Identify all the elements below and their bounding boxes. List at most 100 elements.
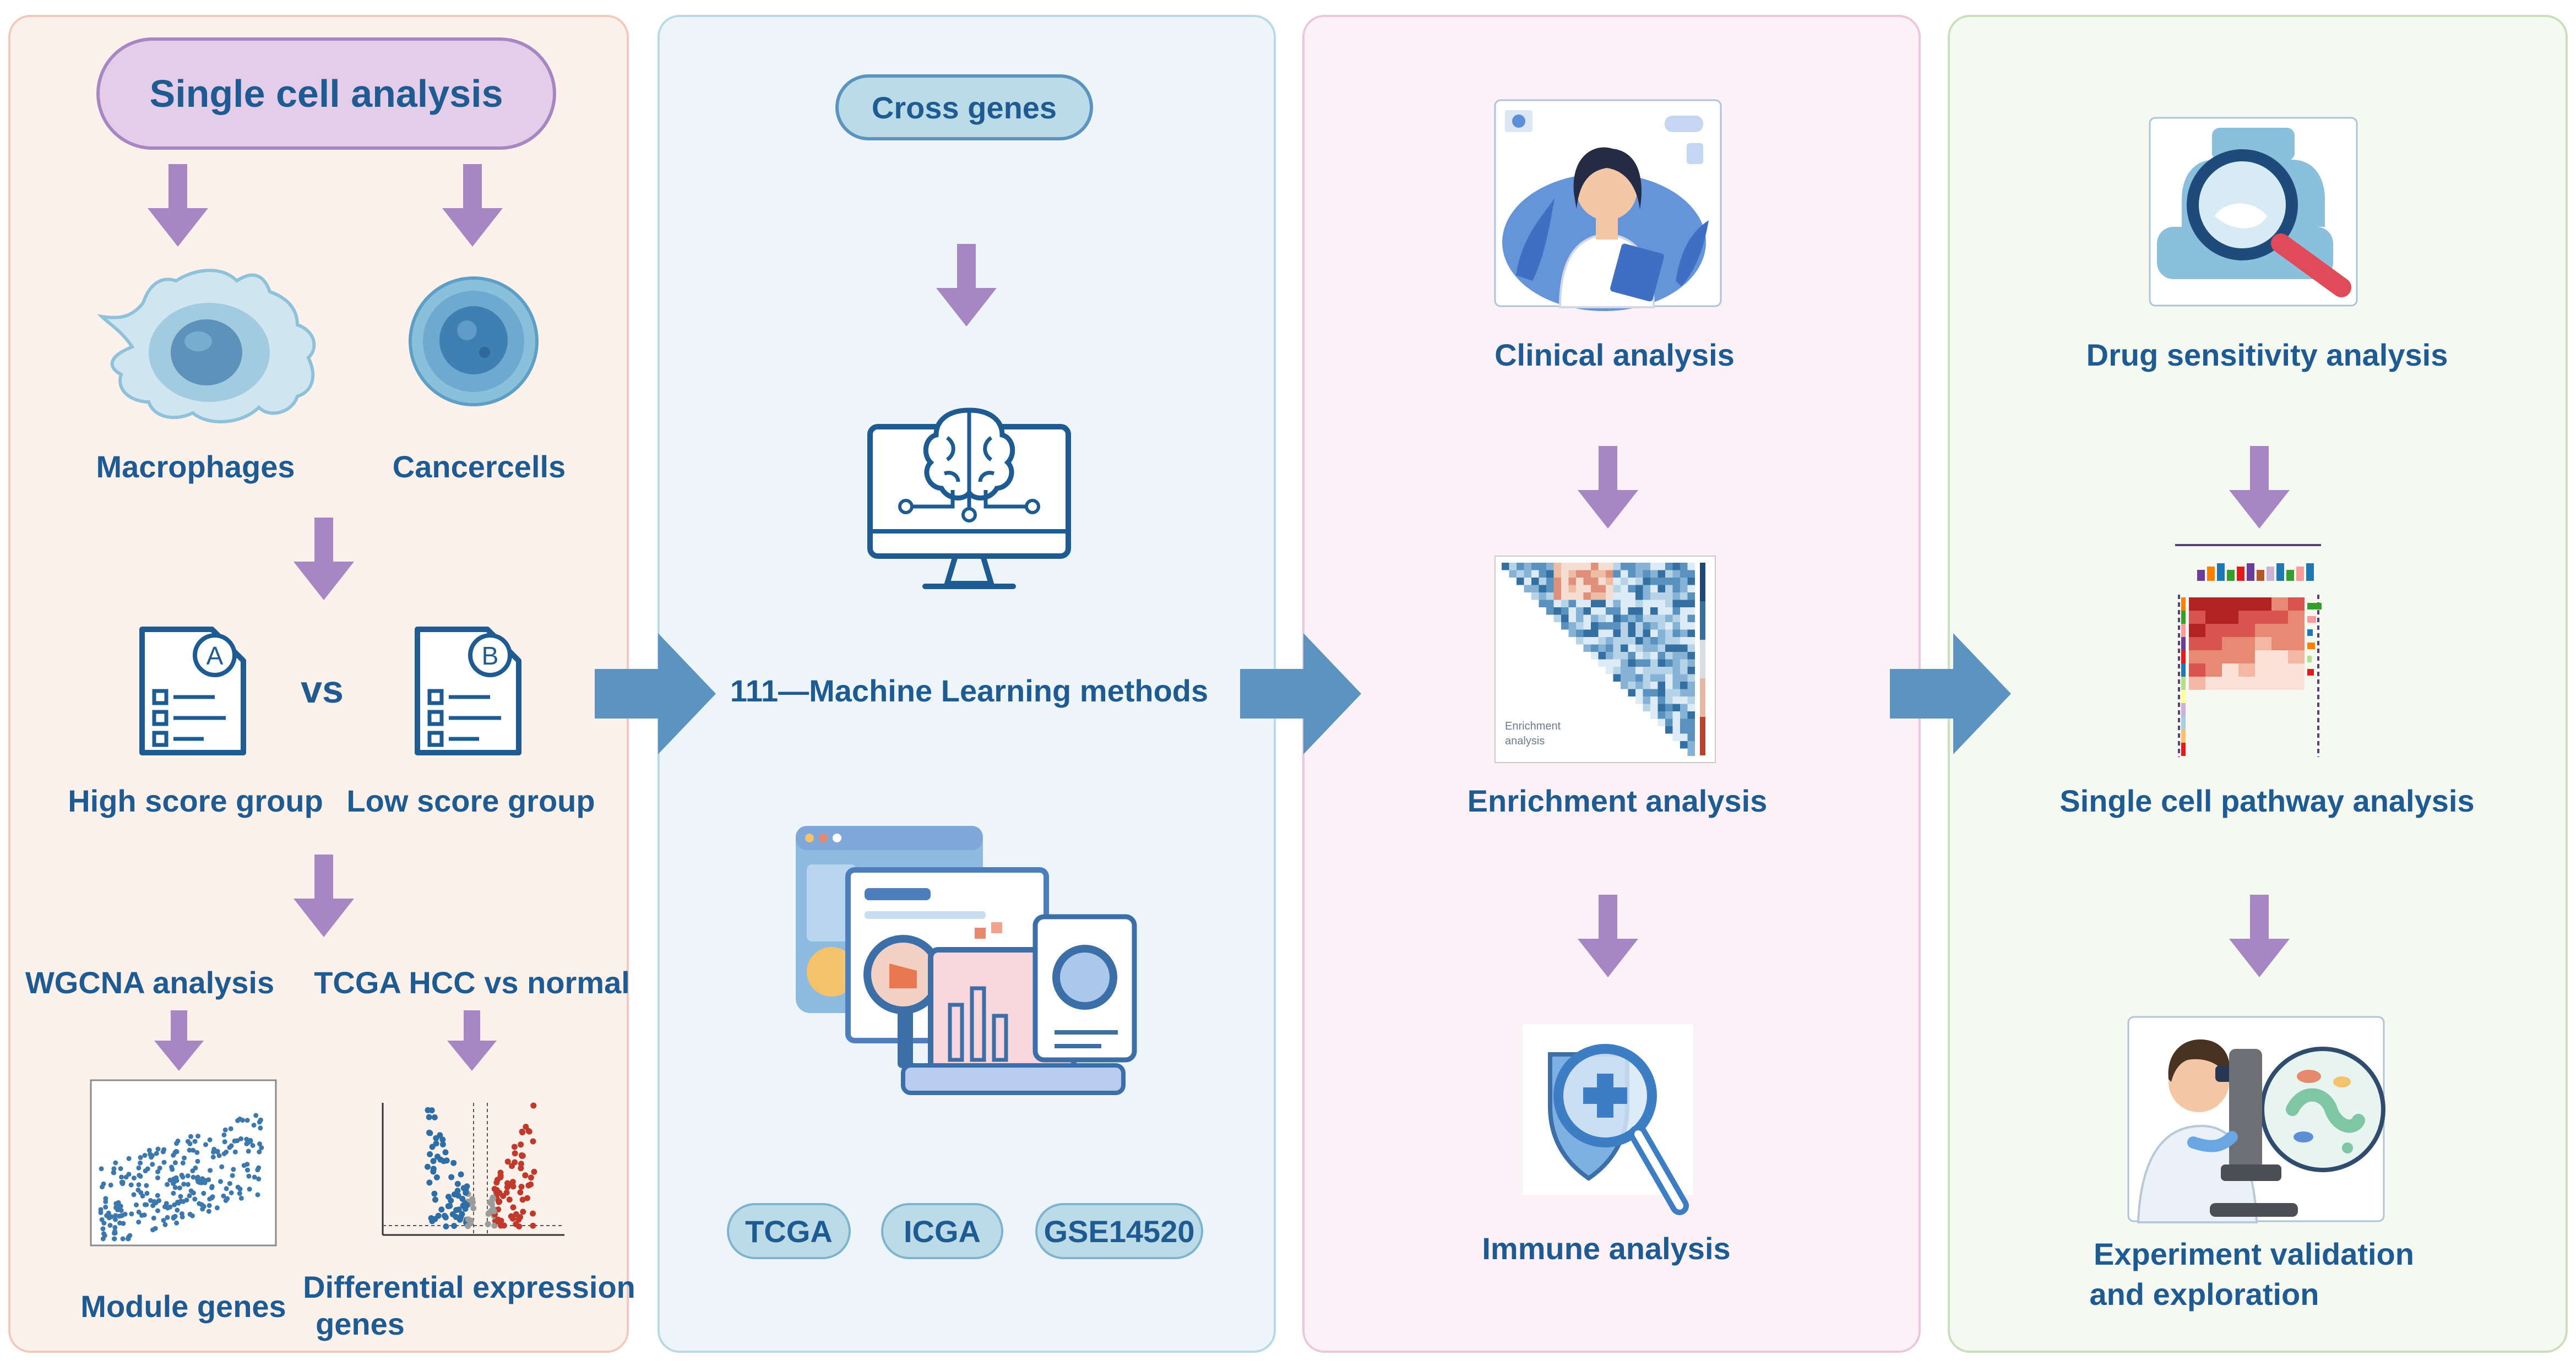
- enrichment-heatmap: Enrichment analysis: [1494, 556, 1716, 763]
- heatmap-cell: [1687, 719, 1695, 726]
- heatmap-cell: [1606, 614, 1613, 622]
- scatter-point: [140, 1193, 145, 1199]
- heatmap-cell: [1568, 622, 1576, 630]
- heatmap-cell: [1635, 696, 1643, 704]
- scatter-point: [167, 1204, 173, 1210]
- heatmap-cell: [1680, 644, 1688, 652]
- heatmap-legend-swatch: [1700, 563, 1705, 573]
- volcano-point: [428, 1107, 435, 1114]
- heatmap-cell: [1643, 592, 1650, 600]
- scatter-point: [172, 1185, 178, 1190]
- heatmap-cell: [1665, 614, 1673, 622]
- heatmap-cell: [1583, 585, 1591, 592]
- heatmap-cell: [1524, 585, 1531, 592]
- heatmap-cell: [1672, 570, 1680, 578]
- heatmap-cell: [1613, 667, 1621, 674]
- heatmap-cell: [1591, 614, 1599, 622]
- volcano-point: [434, 1153, 441, 1160]
- heatmap-cell: [1657, 674, 1665, 682]
- heatmap-cell: [1621, 585, 1628, 592]
- volcano-point: [427, 1151, 433, 1157]
- scatter-point: [247, 1187, 252, 1192]
- heatmap-cell: [1672, 592, 1680, 600]
- heatmap-cell: [1576, 607, 1584, 615]
- volcano-point: [485, 1221, 491, 1227]
- heatmap-cell: [1598, 585, 1606, 592]
- data-analysis-illustration: [796, 826, 1137, 1095]
- scatter-point: [171, 1215, 176, 1220]
- heatmap-cell: [1643, 689, 1650, 696]
- scatter-point: [258, 1125, 263, 1131]
- pathway-heatmap-cell: [2222, 624, 2238, 637]
- pathway-heatmap-cell: [2189, 650, 2205, 663]
- scatter-point: [103, 1199, 108, 1204]
- heatmap-cell: [1583, 614, 1591, 622]
- scatter-point: [253, 1113, 259, 1118]
- drug-sensitivity-label: Drug sensitivity analysis: [2086, 338, 2448, 372]
- volcano-point: [427, 1130, 433, 1136]
- volcano-point: [528, 1181, 534, 1188]
- heatmap-cell: [1657, 689, 1665, 696]
- heatmap-cell: [1517, 578, 1524, 585]
- heatmap-cell: [1672, 659, 1680, 667]
- scatter-point: [146, 1147, 152, 1153]
- volcano-point: [488, 1201, 495, 1207]
- scatter-point: [154, 1151, 159, 1156]
- heatmap-legend-swatch: [1700, 659, 1705, 669]
- heatmap-cell: [1665, 585, 1673, 592]
- scatter-point: [155, 1175, 160, 1180]
- volcano-point: [442, 1214, 449, 1221]
- heatmap-cell: [1531, 592, 1539, 600]
- pathway-side-bar: [2181, 624, 2186, 637]
- scatter-point: [257, 1141, 262, 1147]
- heatmap-cell: [1635, 689, 1643, 696]
- pathway-heatmap-cell: [2205, 624, 2222, 637]
- heatmap-cell: [1613, 600, 1621, 607]
- volcano-point: [454, 1180, 461, 1187]
- scatter-point: [103, 1204, 108, 1210]
- scatter-point: [207, 1137, 213, 1142]
- pathway-side-bar: [2181, 597, 2186, 611]
- heatmap-cell: [1687, 696, 1695, 704]
- heatmap-cell: [1665, 667, 1673, 674]
- down-arrow: [154, 1010, 204, 1071]
- volcano-point: [443, 1157, 450, 1164]
- volcano-point: [512, 1150, 518, 1157]
- heatmap-legend-swatch: [1700, 698, 1705, 708]
- scatter-point: [100, 1226, 106, 1232]
- heatmap-cell: [1650, 563, 1658, 570]
- heatmap-cell: [1621, 592, 1628, 600]
- heatmap-cell: [1672, 696, 1680, 704]
- heatmap-cell: [1643, 585, 1650, 592]
- heatmap-legend-swatch: [1700, 745, 1705, 755]
- heatmap-legend-swatch: [1700, 688, 1705, 698]
- scatter-point: [237, 1191, 242, 1196]
- vs-label: vs: [301, 668, 344, 711]
- volcano-point: [504, 1180, 511, 1187]
- heatmap-cell: [1628, 667, 1635, 674]
- heatmap-cell: [1672, 637, 1680, 645]
- heatmap-cell: [1583, 607, 1591, 615]
- pathway-heatmap-cell: [2205, 637, 2222, 650]
- heatmap-cell: [1561, 585, 1569, 592]
- scatter-point: [192, 1139, 198, 1144]
- down-arrow: [2229, 446, 2290, 529]
- heatmap-cell: [1687, 614, 1695, 622]
- heatmap-cell: [1583, 637, 1591, 645]
- heatmap-legend-swatch: [1700, 736, 1705, 746]
- scatter-point: [175, 1207, 180, 1213]
- scatter-point: [228, 1126, 233, 1131]
- volcano-point: [429, 1144, 436, 1150]
- volcano-point: [451, 1223, 458, 1229]
- heatmap-cell: [1591, 563, 1599, 570]
- scatter-point: [138, 1155, 143, 1160]
- pathway-side-bar: [2181, 703, 2186, 716]
- scatter-point: [153, 1226, 158, 1231]
- scatter-point: [131, 1192, 137, 1198]
- scatter-point: [161, 1218, 166, 1223]
- heatmap-cell: [1628, 570, 1635, 578]
- heatmap-cell: [1650, 585, 1658, 592]
- pathway-heatmap-cell: [2222, 663, 2238, 677]
- scatter-point: [100, 1236, 106, 1242]
- heatmap-cell: [1635, 637, 1643, 645]
